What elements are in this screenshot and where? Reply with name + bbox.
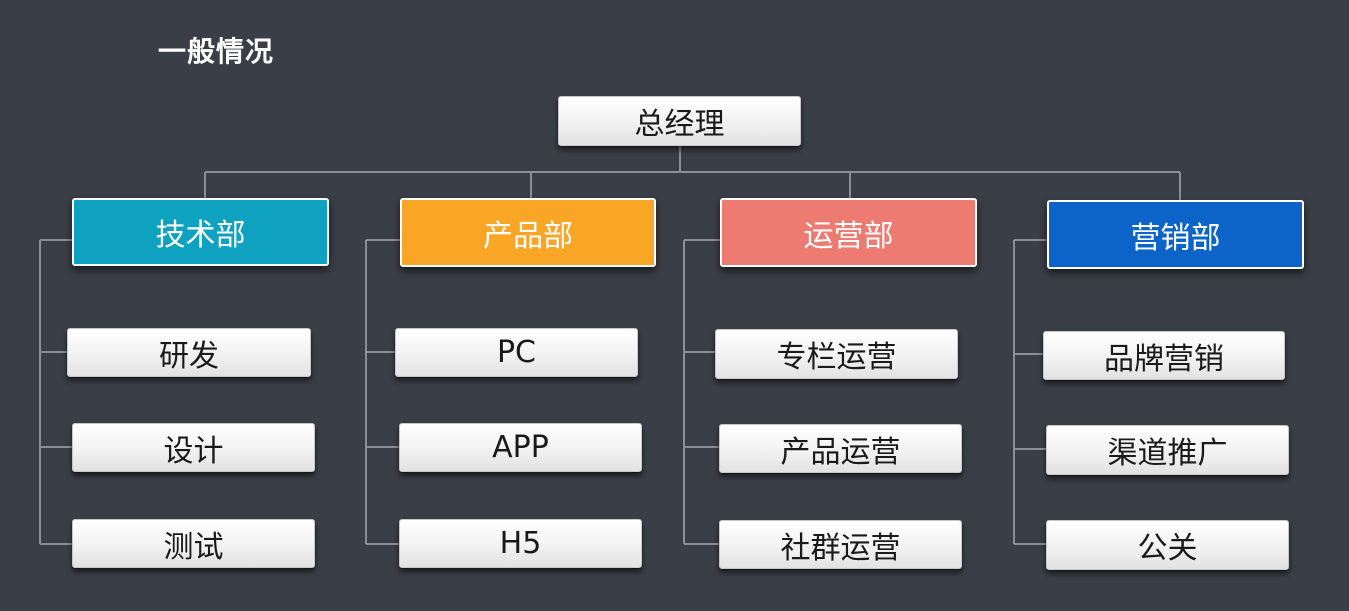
child-node-label: 测试: [163, 529, 224, 565]
child-node-label: 社群运营: [780, 530, 901, 566]
child-node: 设计: [72, 423, 315, 472]
child-node: 渠道推广: [1046, 425, 1289, 475]
child-node: APP: [399, 423, 642, 472]
child-node-label: 产品运营: [780, 434, 901, 470]
page-title: 一般情况: [158, 35, 275, 68]
root-node-label: 总经理: [634, 107, 725, 142]
child-node-label: 公关: [1137, 531, 1198, 566]
dept-node-product: 产品部: [400, 198, 656, 267]
dept-node-label: 产品部: [483, 218, 573, 254]
dept-node-tech: 技术部: [72, 198, 329, 266]
dept-node-marketing: 营销部: [1047, 200, 1304, 269]
dept-node-label: 技术部: [155, 218, 246, 253]
child-node-label: 专栏运营: [776, 340, 897, 375]
dept-node-operations: 运营部: [720, 198, 977, 267]
child-node: 研发: [67, 328, 311, 377]
child-node-label: 品牌营销: [1104, 341, 1224, 377]
child-node-label: 研发: [159, 338, 219, 374]
child-node-label: H5: [499, 526, 542, 561]
child-node-label: APP: [492, 430, 549, 465]
child-node: 社群运营: [719, 520, 962, 569]
dept-node-label: 营销部: [1130, 220, 1221, 256]
child-node-label: PC: [496, 335, 537, 370]
root-node-general-manager: 总经理: [558, 96, 801, 146]
child-node-label: 渠道推广: [1107, 436, 1228, 471]
child-node-label: 设计: [163, 433, 224, 469]
child-node: 测试: [72, 519, 315, 568]
child-node: 品牌营销: [1043, 331, 1285, 380]
child-node: H5: [399, 519, 642, 568]
child-node: 产品运营: [719, 424, 962, 473]
child-node: 公关: [1046, 520, 1289, 570]
child-node: 专栏运营: [715, 329, 958, 379]
child-node: PC: [395, 328, 638, 377]
dept-node-label: 运营部: [803, 218, 894, 254]
